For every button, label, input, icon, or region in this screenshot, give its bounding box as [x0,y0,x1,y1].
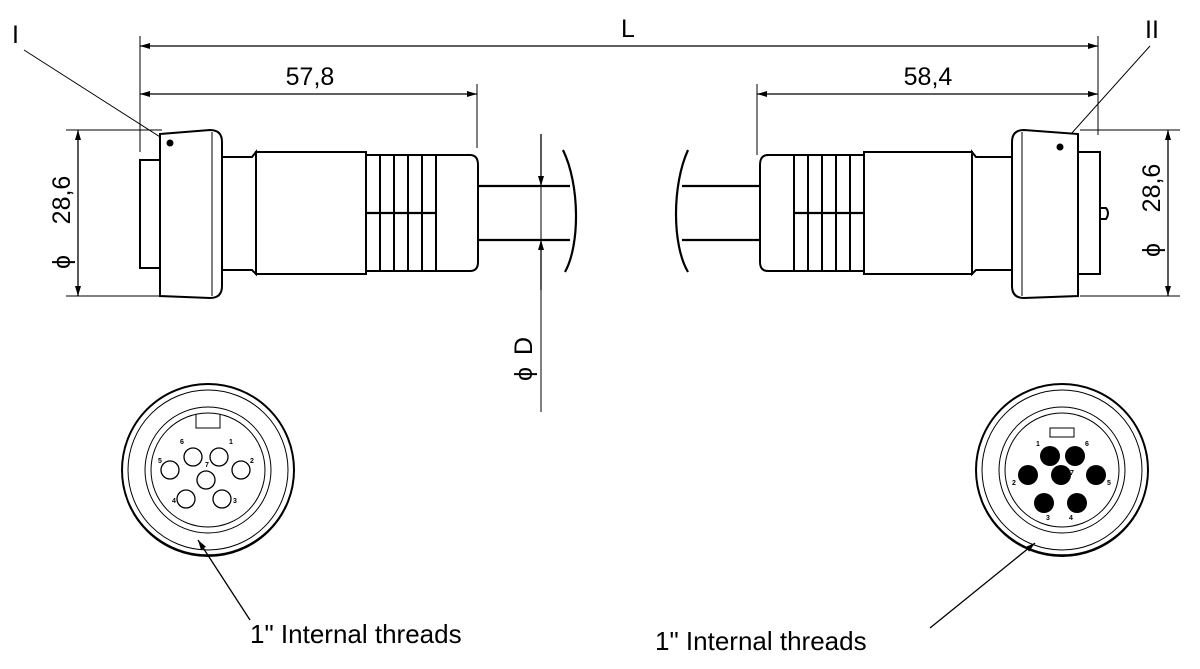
pin-socket-1 [209,447,229,467]
pin-label-left-4: 4 [172,498,176,505]
pin-label-left-5: 5 [158,458,162,465]
pin-label-right-1: 1 [1036,441,1040,448]
pin-socket-3 [212,489,232,509]
pin-3 [1034,493,1054,513]
thread-note-left: 1" Internal threads [250,619,462,649]
pin-socket-6 [183,447,203,467]
face-view-right: 1 6 2 7 5 3 4 1" Internal threads [655,383,1149,656]
thread-note-right: 1" Internal threads [655,626,867,656]
marker-dot-right [1056,143,1064,151]
end-label-left: I [12,21,19,49]
pin-label-left-6: 6 [180,439,184,446]
connector-right [674,128,1109,300]
pin-label-right-7: 7 [1070,470,1074,477]
right-diameter-symbol: ϕ [1138,243,1166,257]
pin-label-left-3: 3 [233,498,237,505]
pin-socket-5 [160,460,180,480]
marker-dot-left [166,139,174,147]
right-length-dimension: 58,4 [756,63,1098,155]
pin-1 [1040,446,1060,466]
right-diameter-label: 28,6 [1138,164,1166,213]
pin-6 [1065,446,1085,466]
pin-5 [1086,465,1106,485]
pin-socket-2 [231,460,251,480]
pin-socket-4 [176,489,196,509]
connector-left [139,128,578,300]
right-diameter-dimension: ϕ 28,6 [1080,129,1180,297]
pin-7 [1051,465,1071,485]
left-diameter-dimension: ϕ 28,6 [48,129,162,297]
pin-label-right-6: 6 [1085,441,1089,448]
pin-label-right-4: 4 [1069,515,1073,522]
pin-label-right-2: 2 [1012,480,1016,487]
pin-2 [1018,465,1038,485]
pin-label-right-3: 3 [1046,515,1050,522]
pin-4 [1067,493,1087,513]
overall-length-label: L [621,15,635,43]
end-label-right: II [1145,16,1159,44]
right-length-label: 58,4 [904,63,953,91]
pin-label-left-2: 2 [250,458,254,465]
cable-diameter-symbol: ϕ [510,367,538,381]
left-length-label: 57,8 [286,63,335,91]
cable-diameter-dimension: ϕ D [510,134,544,412]
pin-socket-7 [196,470,216,490]
cable-diameter-label: D [510,337,538,355]
face-view-left: 6 1 5 7 2 4 3 1" Internal threads [121,383,462,649]
left-diameter-symbol: ϕ [48,255,76,269]
overall-length-dimension: L [139,15,1099,152]
left-diameter-label: 28,6 [48,176,76,225]
left-length-dimension: 57,8 [140,63,478,148]
pin-label-left-7: 7 [205,462,209,469]
pin-label-right-5: 5 [1107,480,1111,487]
pin-label-left-1: 1 [229,439,233,446]
